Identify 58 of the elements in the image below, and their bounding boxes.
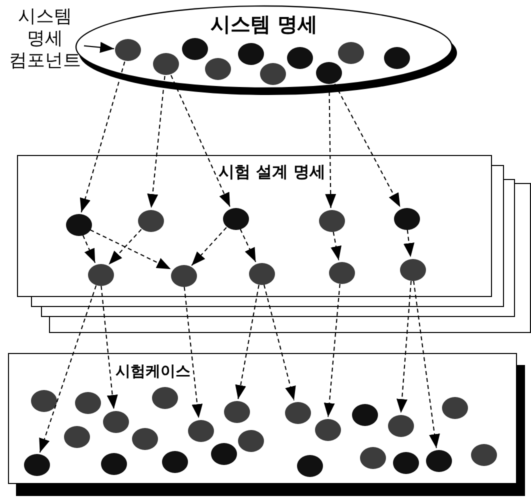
dashed-arrow <box>80 62 126 212</box>
component-dot <box>394 208 420 230</box>
box-title: 시스템 명세 <box>210 13 318 35</box>
dashed-arrow <box>404 230 414 258</box>
component-dot <box>352 404 378 426</box>
dashed-arrow <box>324 284 340 418</box>
component-dot <box>188 420 214 442</box>
dashed-arrow <box>100 286 118 410</box>
component-dot <box>103 411 129 433</box>
dashed-arrow <box>90 229 172 270</box>
dashed-arrow <box>396 280 412 414</box>
component-dot <box>400 259 426 281</box>
component-dot <box>171 265 197 287</box>
dashed-arrow <box>240 228 256 262</box>
dashed-arrow <box>191 227 227 266</box>
dashed-arrow <box>170 74 230 208</box>
dashed-arrow <box>413 280 440 448</box>
component-dot <box>101 453 127 475</box>
component-dot <box>75 392 101 414</box>
component-dot <box>223 208 249 230</box>
component-dot <box>360 447 386 469</box>
component-dot <box>132 428 158 450</box>
dashed-arrow <box>82 234 96 264</box>
document-box <box>8 353 517 484</box>
dashed-arrow <box>235 284 260 400</box>
component-dot <box>393 452 419 474</box>
component-dot <box>315 419 341 441</box>
callout-label: 시스템 명세 컴포넌트 <box>6 6 84 78</box>
component-dot <box>249 263 275 285</box>
component-dot <box>152 387 178 409</box>
dashed-arrow <box>263 284 296 400</box>
component-dot <box>471 444 497 466</box>
component-dot <box>319 210 345 232</box>
component-dot <box>211 443 237 465</box>
component-dot <box>138 210 164 232</box>
component-dot <box>297 455 323 477</box>
component-dot <box>388 415 414 437</box>
dashed-arrow <box>330 232 342 260</box>
component-dot <box>64 426 90 448</box>
dashed-arrow <box>108 229 142 265</box>
component-dot <box>238 430 264 452</box>
component-dot <box>329 262 355 284</box>
dashed-arrow <box>184 286 203 418</box>
component-dot <box>442 397 468 419</box>
component-dot <box>162 451 188 473</box>
component-dot <box>31 390 57 412</box>
component-dot <box>24 454 50 476</box>
dashed-arrow <box>147 76 166 208</box>
component-dot <box>426 450 452 472</box>
dashed-arrow <box>334 84 401 208</box>
component-dot <box>66 214 92 236</box>
dashed-arrow <box>39 285 97 453</box>
component-dot <box>224 401 250 423</box>
box-title: 시험케이스 <box>114 363 192 380</box>
box-title: 시험 설계 명세 <box>217 163 327 181</box>
component-dot <box>88 264 114 286</box>
document-box <box>17 155 492 297</box>
component-dot <box>285 402 311 424</box>
